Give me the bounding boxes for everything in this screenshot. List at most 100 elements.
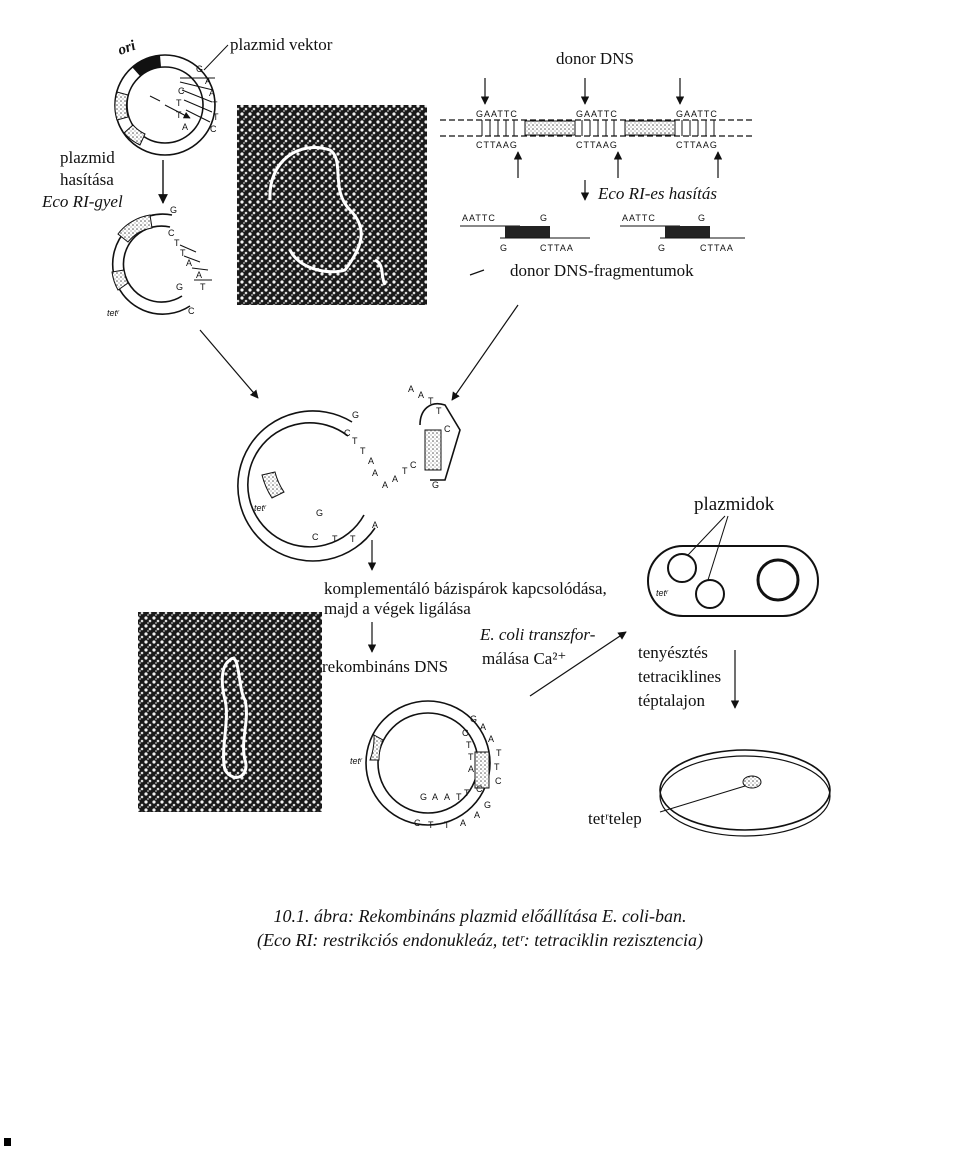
svg-text:AATTC: AATTC — [622, 213, 656, 223]
transform-label-1: E. coli transzfor- — [479, 625, 596, 644]
svg-text:A: A — [460, 818, 467, 828]
svg-text:C: C — [410, 460, 418, 470]
svg-text:A: A — [480, 722, 487, 732]
svg-text:T: T — [494, 762, 501, 772]
svg-text:T: T — [350, 534, 357, 544]
donor-fragment-2: AATTC G G CTTAA — [620, 213, 745, 253]
electron-micrograph-2 — [138, 612, 322, 812]
svg-text:T: T — [213, 112, 220, 122]
svg-text:T: T — [352, 436, 359, 446]
svg-text:G: G — [196, 64, 204, 74]
svg-text:C: C — [462, 728, 470, 738]
svg-text:G: G — [176, 282, 184, 292]
svg-text:G: G — [698, 213, 706, 223]
svg-text:G: G — [420, 792, 428, 802]
svg-text:A: A — [432, 792, 439, 802]
svg-text:G: G — [170, 205, 178, 215]
caption-line-2: (Eco RI: restrikciós endonukleáz, tetʳ: … — [256, 930, 704, 950]
site-bottom-2: CTTAAG — [576, 140, 618, 150]
plasmids-label: plazmidok — [694, 494, 775, 515]
svg-text:T: T — [402, 466, 409, 476]
tet-label-2: tetʳ — [254, 503, 267, 513]
svg-text:C: C — [312, 532, 320, 542]
svg-text:C: C — [495, 776, 503, 786]
svg-text:T: T — [174, 238, 181, 248]
svg-text:T: T — [332, 534, 339, 544]
svg-text:C: C — [344, 428, 352, 438]
site-top-3: GAATTC — [676, 109, 718, 119]
site-bottom-3: CTTAAG — [676, 140, 718, 150]
svg-text:T: T — [466, 740, 473, 750]
svg-text:G: G — [316, 508, 324, 518]
svg-text:G: G — [484, 800, 492, 810]
culture-label-2: tetraciklines — [638, 667, 721, 686]
svg-text:G: G — [352, 410, 360, 420]
svg-text:T: T — [436, 406, 443, 416]
opened-plasmid: G CT TA AT GC tetʳ — [107, 205, 212, 318]
tet-colony-label: tetʳtelep — [588, 809, 642, 828]
transform-label-2: málása Ca²⁺ — [482, 649, 566, 668]
svg-text:T: T — [456, 792, 463, 802]
svg-text:A: A — [372, 520, 379, 530]
svg-text:C: C — [210, 124, 218, 134]
svg-text:T: T — [200, 282, 207, 292]
site-bottom-1: CTTAAG — [476, 140, 518, 150]
svg-text:C: C — [178, 86, 186, 96]
svg-text:C: C — [188, 306, 196, 316]
svg-text:A: A — [468, 764, 475, 774]
svg-text:G: G — [432, 480, 440, 490]
plasmid-cut-label-1: plazmid — [60, 148, 115, 167]
donor-fragments-label: donor DNS-fragmentumok — [510, 261, 694, 280]
svg-text:A: A — [444, 792, 451, 802]
svg-text:A: A — [372, 468, 379, 478]
svg-text:T: T — [428, 396, 435, 406]
culture-label-1: tenyésztés — [638, 643, 708, 662]
plasmid-vector: GA AT TC CT TA — [114, 54, 220, 156]
site-top-2: GAATTC — [576, 109, 618, 119]
svg-text:C: C — [168, 228, 176, 238]
svg-text:CTTAA: CTTAA — [700, 243, 734, 253]
svg-text:T: T — [176, 110, 183, 120]
site-top-1: GAATTC — [476, 109, 518, 119]
plasmid-cut-label-2: hasítása — [60, 170, 114, 189]
svg-text:A: A — [392, 474, 399, 484]
svg-text:T: T — [444, 820, 451, 830]
electron-micrograph-1 — [237, 105, 427, 305]
tet-label-1: tetʳ — [107, 308, 120, 318]
plasmid-vector-label: plazmid vektor — [230, 35, 333, 54]
donor-dna: GAATTC GAATTC GAATTC CTTAAG CTTAAG CTTAA… — [440, 78, 755, 178]
svg-text:T: T — [212, 100, 219, 110]
svg-text:A: A — [209, 88, 216, 98]
svg-text:AATTC: AATTC — [462, 213, 496, 223]
tet-label-4: tetʳ — [656, 588, 669, 598]
svg-text:A: A — [182, 122, 189, 132]
svg-text:A: A — [488, 734, 495, 744]
caption-line-1: 10.1. ábra: Rekombináns plazmid előállít… — [273, 906, 687, 926]
ori-label: ori — [116, 37, 139, 58]
svg-text:A: A — [408, 384, 415, 394]
eco-ri-cut-label: Eco RI-es hasítás — [597, 184, 717, 203]
svg-text:T: T — [468, 752, 475, 762]
svg-text:A: A — [186, 258, 193, 268]
svg-text:A: A — [474, 810, 481, 820]
svg-text:T: T — [464, 788, 471, 798]
donor-fragment-1: AATTC G G CTTAA — [460, 213, 590, 253]
donor-dns-label: donor DNS — [556, 49, 634, 68]
tet-label-3: tetʳ — [350, 756, 363, 766]
svg-text:T: T — [176, 98, 183, 108]
svg-text:G: G — [470, 714, 478, 724]
complementary-label-2: majd a végek ligálása — [324, 599, 471, 618]
e-coli-cell — [647, 545, 819, 617]
recombinant-dna-label: rekombináns DNS — [322, 657, 448, 676]
svg-text:C: C — [444, 424, 452, 434]
svg-text:T: T — [180, 248, 187, 258]
svg-text:G: G — [540, 213, 548, 223]
petri-dish — [659, 749, 831, 837]
svg-text:T: T — [428, 820, 435, 830]
complementary-label-1: komplementáló bázispárok kapcsolódása, — [324, 579, 607, 598]
svg-text:G: G — [500, 243, 508, 253]
svg-text:A: A — [368, 456, 375, 466]
